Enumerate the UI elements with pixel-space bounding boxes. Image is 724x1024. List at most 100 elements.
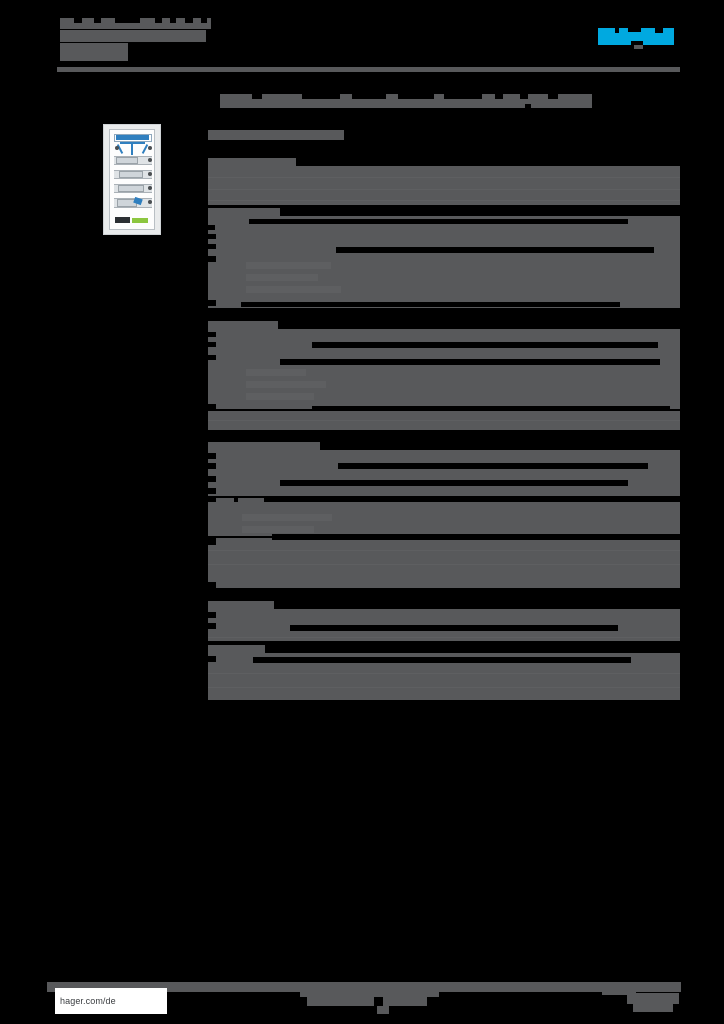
screw (148, 158, 152, 162)
title-word-gap (352, 94, 386, 99)
title-word-gap (302, 94, 340, 99)
product-enclosure (109, 129, 155, 230)
row-indent (208, 300, 216, 306)
screw (148, 186, 152, 190)
row-indent (208, 332, 216, 337)
row-separator (208, 200, 680, 201)
wire-bus (120, 142, 145, 144)
product-image (103, 124, 161, 235)
value-leader (253, 657, 631, 663)
hager-logo (598, 25, 678, 49)
section-overview (208, 166, 680, 205)
screw (148, 172, 152, 176)
logo-notch (655, 28, 663, 33)
header-word-gap (155, 18, 162, 23)
section-logistics-heading (208, 601, 274, 610)
row-text (246, 262, 331, 269)
row-text (246, 369, 306, 376)
document-subtitle (208, 130, 344, 140)
footer-note (300, 986, 439, 997)
value-leader (312, 342, 658, 348)
header-word-gap (201, 18, 207, 23)
section-packaging (208, 653, 680, 700)
footer-note-line3 (383, 997, 427, 1006)
title-word-gap (548, 94, 558, 99)
row-indent (208, 656, 216, 662)
row-indent (208, 582, 216, 588)
value-leader (241, 302, 620, 307)
value-leader (272, 534, 680, 540)
row-indent (208, 623, 216, 629)
device-module (119, 171, 143, 178)
row-text (246, 274, 318, 281)
value-leader (336, 247, 654, 253)
screw (148, 200, 152, 204)
row-indent (208, 476, 216, 482)
section-approvals (208, 502, 680, 536)
section-mechanical-footnote (208, 411, 680, 430)
value-leader (280, 480, 628, 486)
section-environment (208, 450, 680, 496)
row-text (246, 286, 341, 293)
row-separator (208, 687, 680, 688)
bullet-gap (234, 498, 238, 503)
screw (115, 146, 119, 150)
terminal-bar (116, 135, 149, 140)
row-indent (208, 538, 216, 545)
section-electrical (208, 216, 680, 308)
wire (131, 142, 133, 155)
row-text (246, 381, 326, 388)
value-leader (312, 406, 670, 412)
header-word-gap (74, 18, 82, 23)
row-separator (208, 564, 680, 565)
footer-url-link[interactable]: hager.com/de (55, 988, 167, 1014)
page-number-block (627, 993, 679, 1004)
row-indent (208, 498, 216, 504)
title-word-gap (252, 94, 262, 99)
row-indent (208, 453, 216, 459)
row-separator (208, 673, 680, 674)
logo-notch (615, 28, 619, 33)
device-module (118, 185, 144, 192)
screw (148, 146, 152, 150)
neutral-terminal-strip (115, 217, 130, 223)
header-title-line-3 (60, 43, 128, 61)
row-indent (208, 256, 216, 262)
header-title-line-2 (60, 30, 206, 42)
value-leader (290, 625, 618, 631)
logo-notch (631, 41, 643, 45)
row-text (246, 393, 314, 400)
row-text (242, 526, 314, 533)
header-divider (57, 67, 680, 72)
value-leader (280, 359, 660, 365)
earth-terminal-strip (132, 218, 148, 223)
row-separator (208, 177, 680, 178)
footer-url-text: hager.com/de (60, 996, 116, 1006)
title-word-gap (495, 94, 503, 99)
row-separator (208, 550, 680, 551)
section-electrical-heading (208, 208, 280, 217)
header-word-gap (94, 18, 101, 23)
row-separator (208, 420, 680, 421)
row-indent (208, 488, 216, 494)
value-leader (249, 219, 628, 224)
row-indent (208, 463, 216, 469)
footer-note-tail (377, 1006, 389, 1014)
logo-shadow (634, 45, 643, 49)
page-header (0, 0, 724, 80)
header-word-gap (115, 18, 140, 23)
terminal-housing (114, 134, 152, 142)
row-indent (208, 342, 216, 347)
header-title-line-1 (60, 18, 211, 29)
row-indent (208, 225, 215, 230)
row-indent (208, 355, 216, 360)
footer-note-line2 (307, 997, 374, 1006)
row-separator (208, 637, 680, 638)
section-overview-heading (208, 158, 296, 167)
title-word-gap (520, 94, 528, 99)
row-text (242, 514, 332, 521)
page-number-block (602, 986, 636, 995)
section-packaging-heading (208, 645, 265, 654)
title-word-gap (525, 104, 531, 109)
